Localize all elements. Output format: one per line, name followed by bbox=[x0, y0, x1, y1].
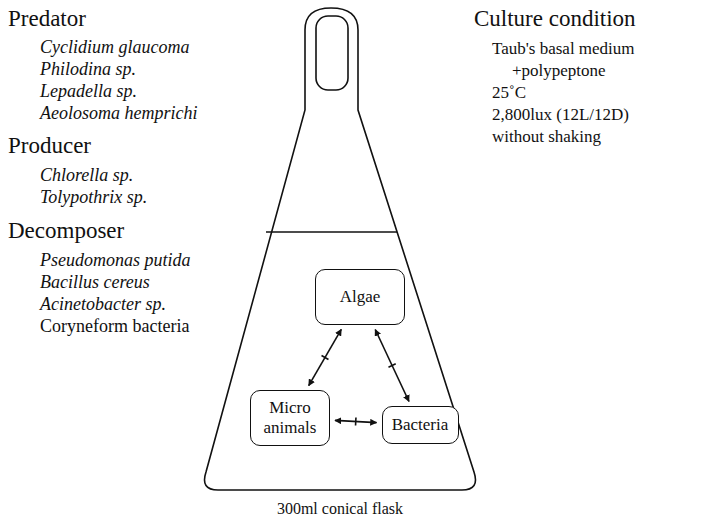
interaction-arrow bbox=[375, 330, 409, 402]
arrow-tick bbox=[388, 364, 395, 367]
species-name: Philodina sp. bbox=[40, 60, 136, 80]
condition-text: 2,800lux (12L/12D) bbox=[492, 106, 629, 125]
species-name: Acinetobacter sp. bbox=[40, 295, 166, 315]
condition-text: Coryneform bacteria bbox=[40, 317, 189, 337]
species-name: Chlorella sp. bbox=[40, 166, 133, 186]
arrow-tick bbox=[355, 418, 357, 426]
box-label: Micro animals bbox=[260, 398, 320, 437]
interaction-arrow bbox=[309, 329, 342, 385]
compartment-box: Bacteria bbox=[382, 406, 459, 444]
flask-stopper bbox=[316, 16, 348, 90]
figure-caption: 300ml conical flask bbox=[277, 500, 403, 518]
group-heading: Culture condition bbox=[474, 6, 636, 31]
species-name: Lepadella sp. bbox=[40, 82, 137, 102]
liquid-surface bbox=[266, 231, 397, 233]
condition-text: Taub's basal medium bbox=[492, 40, 635, 59]
condition-text: 25˚C bbox=[492, 84, 526, 103]
species-name: Cyclidium glaucoma bbox=[40, 38, 189, 58]
group-heading: Decomposer bbox=[8, 218, 124, 243]
group-heading: Predator bbox=[8, 6, 86, 31]
species-name: Tolypothrix sp. bbox=[40, 188, 147, 208]
species-name: Aeolosoma hemprichi bbox=[40, 104, 197, 124]
compartment-box: Micro animals bbox=[250, 390, 330, 446]
species-name: Pseudomonas putida bbox=[40, 251, 191, 271]
group-heading: Producer bbox=[8, 133, 91, 158]
condition-text: +polypeptone bbox=[512, 62, 606, 81]
compartment-box: Algae bbox=[315, 269, 405, 325]
flask-outline bbox=[205, 8, 476, 490]
box-label: Algae bbox=[340, 287, 381, 307]
species-name: Bacillus cereus bbox=[40, 273, 150, 293]
arrow-tick bbox=[322, 355, 329, 359]
condition-text: without shaking bbox=[492, 128, 601, 147]
box-label: Bacteria bbox=[392, 415, 449, 435]
